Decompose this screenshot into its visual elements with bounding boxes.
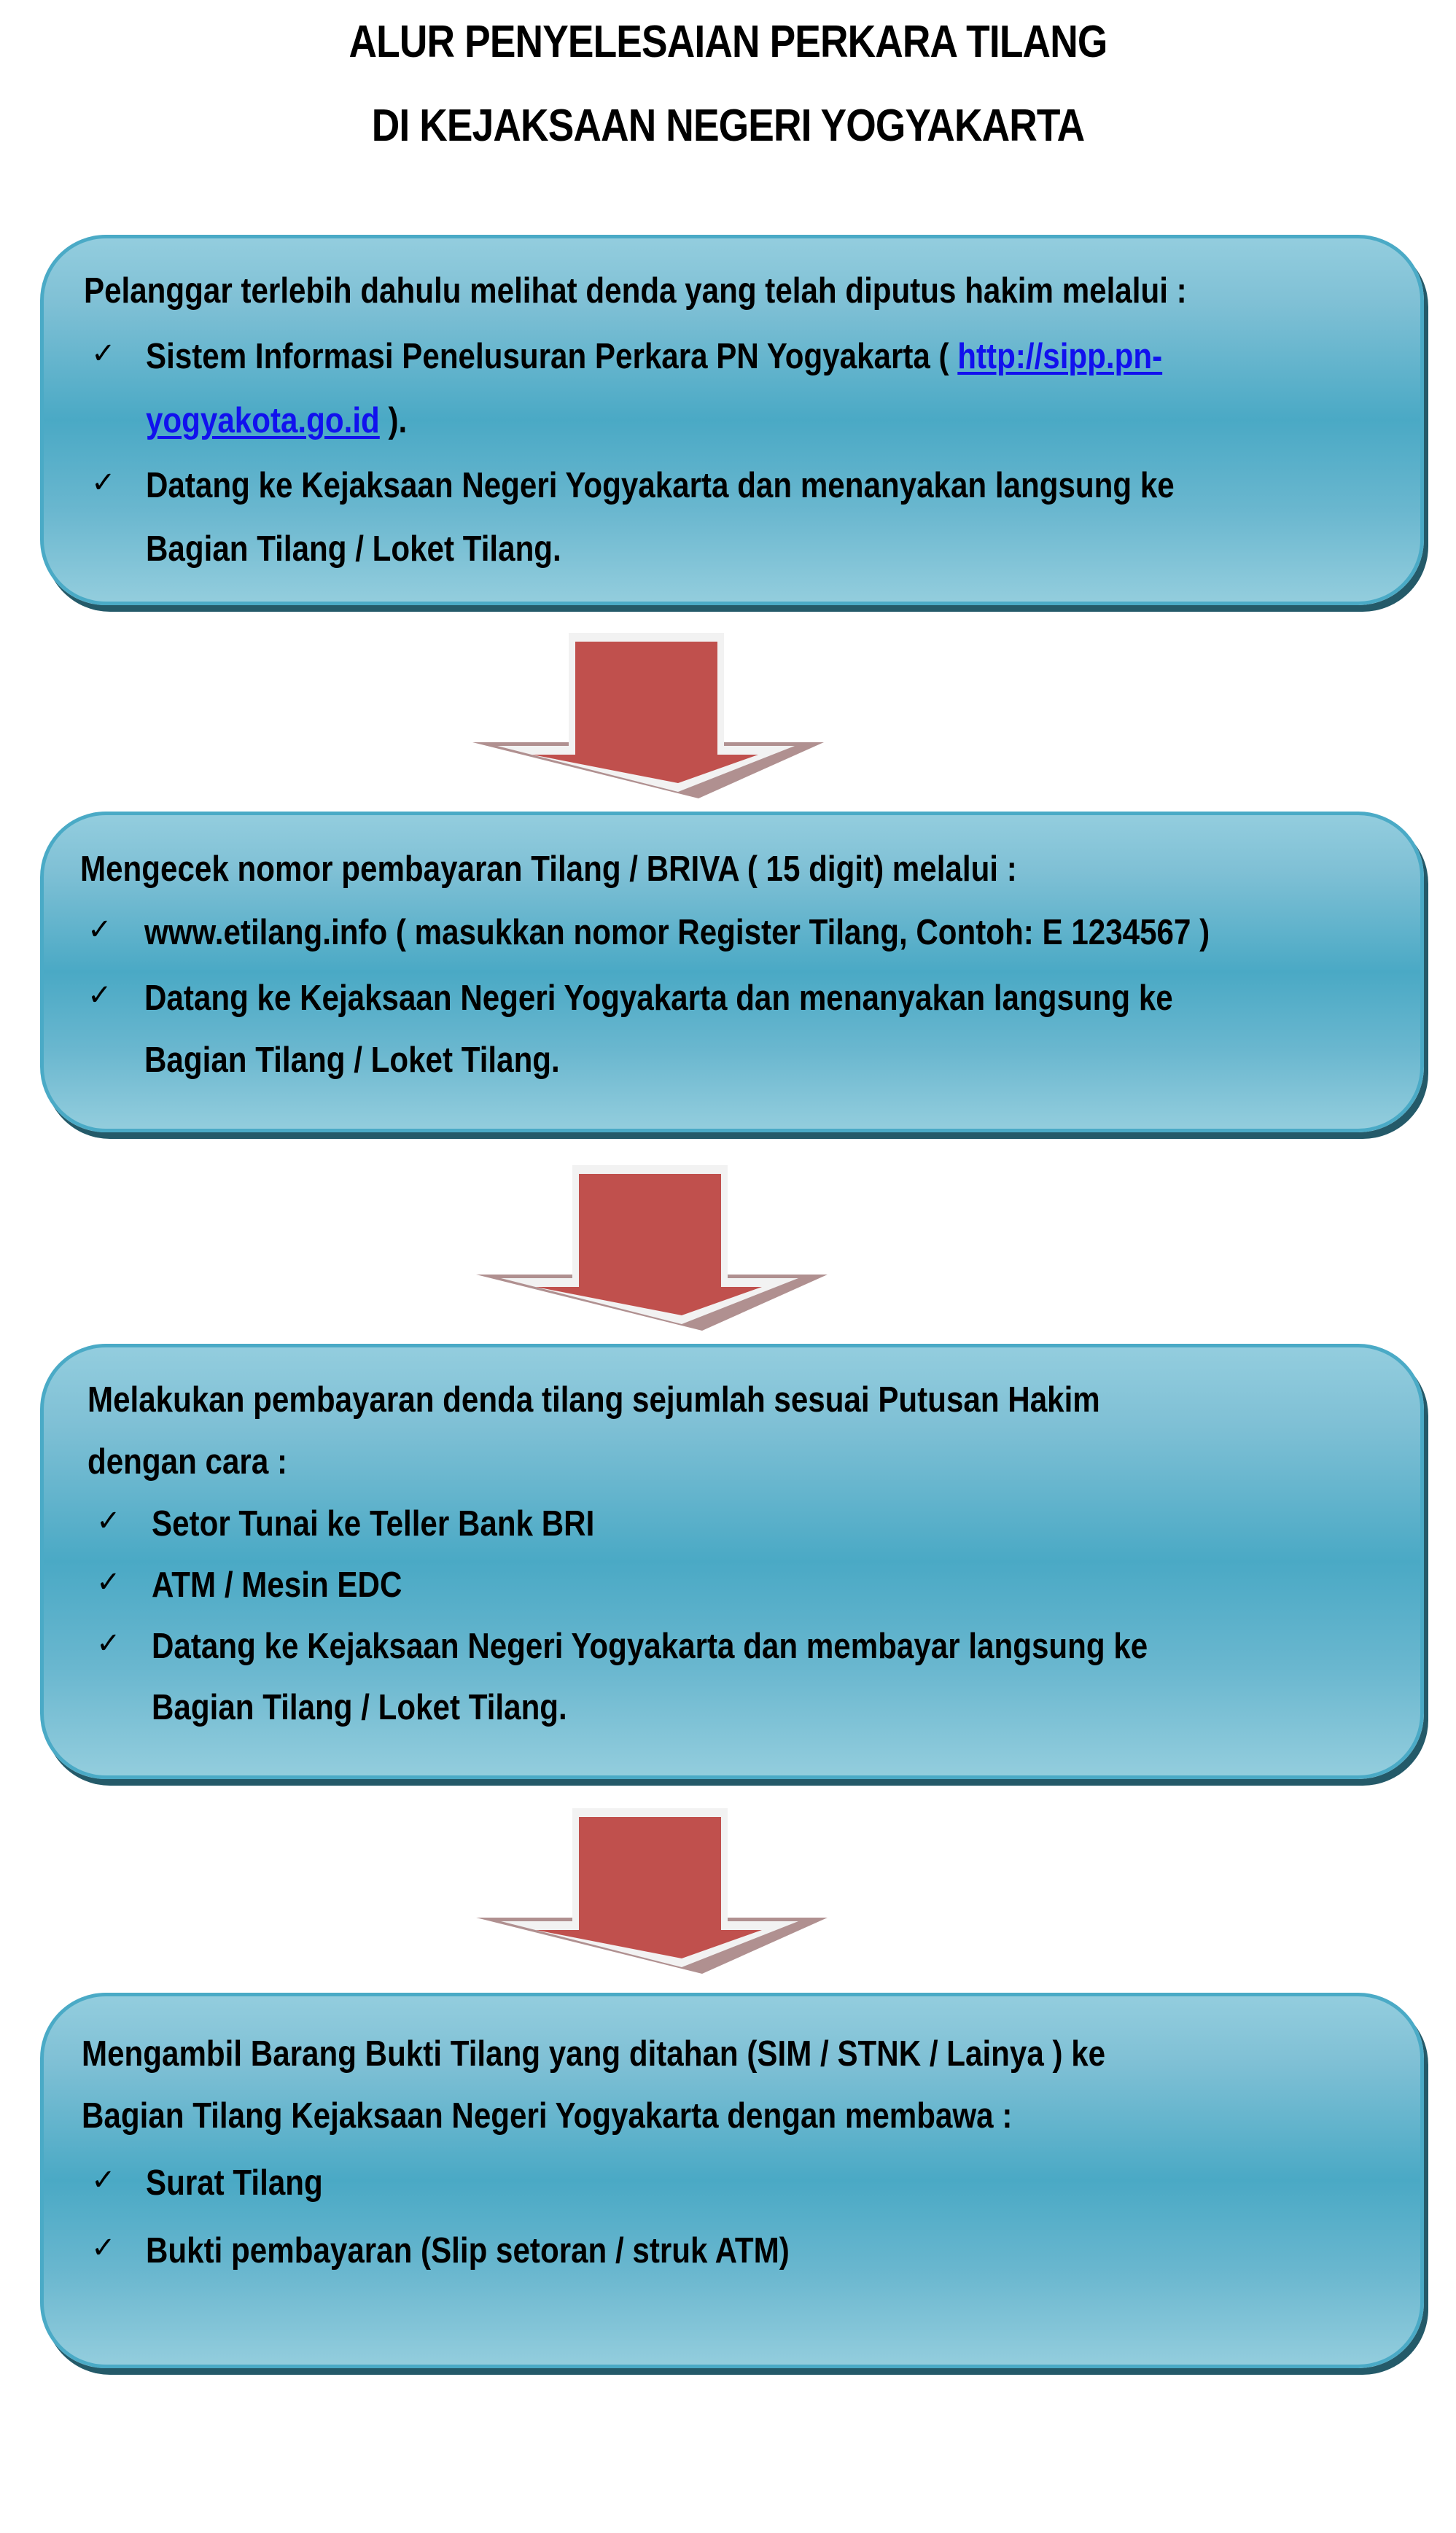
down-arrow-icon (476, 1808, 828, 1974)
step-2-item-2-line-2: Bagian Tilang / Loket Tilang. (144, 1040, 560, 1080)
step-4-box: Mengambil Barang Bukti Tilang yang ditah… (40, 1993, 1424, 2368)
check-icon: ✓ (87, 913, 112, 946)
step-2-item-2-line-1: Datang ke Kejaksaan Negeri Yogyakarta da… (144, 978, 1173, 1018)
check-icon: ✓ (91, 2231, 116, 2265)
step-3-item-3-line-2: Bagian Tilang / Loket Tilang. (152, 1688, 567, 1727)
sipp-link-part-2[interactable]: yogyakota.go.id (146, 401, 380, 440)
step-1-item-1-text: Sistem Informasi Penelusuran Perkara PN … (146, 337, 958, 376)
step-1-item-2-line-1: Datang ke Kejaksaan Negeri Yogyakarta da… (146, 466, 1175, 505)
step-3-intro-line-1: Melakukan pembayaran denda tilang sejuml… (87, 1380, 1100, 1420)
step-1-intro: Pelanggar terlebih dahulu melihat denda … (84, 271, 1187, 311)
step-3-intro-line-2: dengan cara : (87, 1442, 288, 1482)
step-3-item-2: ATM / Mesin EDC (152, 1565, 402, 1605)
step-1-item-2-line-2: Bagian Tilang / Loket Tilang. (146, 529, 561, 569)
step-2-box: Mengecek nomor pembayaran Tilang / BRIVA… (40, 812, 1424, 1132)
step-3-item-3-line-1: Datang ke Kejaksaan Negeri Yogyakarta da… (152, 1627, 1148, 1666)
step-1-item-1-line-1: Sistem Informasi Penelusuran Perkara PN … (146, 339, 1162, 375)
step-1-item-1-suffix: ). (379, 401, 408, 440)
step-3-item-1: Setor Tunai ke Teller Bank BRI (152, 1504, 595, 1544)
step-2-item-1-line-1: www.etilang.info ( masukkan nomor Regist… (144, 913, 1210, 952)
sipp-link-part-1[interactable]: http://sipp.pn- (957, 337, 1163, 376)
page-title-line-2: DI KEJAKSAAN NEGERI YOGYAKARTA (371, 101, 1085, 151)
check-icon: ✓ (96, 1565, 121, 1599)
step-4-intro-line-2: Bagian Tilang Kejaksaan Negeri Yogyakart… (82, 2096, 1013, 2136)
check-icon: ✓ (91, 466, 116, 499)
step-3-box: Melakukan pembayaran denda tilang sejuml… (40, 1344, 1424, 1779)
down-arrow-icon (476, 1165, 828, 1331)
step-2-intro: Mengecek nomor pembayaran Tilang / BRIVA… (80, 849, 1017, 889)
check-icon: ✓ (91, 337, 116, 370)
down-arrow-icon (472, 633, 824, 798)
step-1-item-1-line-2: yogyakota.go.id ). (146, 403, 407, 439)
check-icon: ✓ (96, 1504, 121, 1538)
step-1-box: Pelanggar terlebih dahulu melihat denda … (40, 235, 1424, 605)
page-title-line-1: ALUR PENYELESAIAN PERKARA TILANG (349, 17, 1108, 67)
step-4-item-1: Surat Tilang (146, 2163, 323, 2203)
check-icon: ✓ (96, 1627, 121, 1660)
check-icon: ✓ (87, 978, 112, 1012)
step-4-intro-line-1: Mengambil Barang Bukti Tilang yang ditah… (82, 2034, 1106, 2074)
check-icon: ✓ (91, 2163, 116, 2197)
step-4-item-2: Bukti pembayaran (Slip setoran / struk A… (146, 2231, 790, 2271)
